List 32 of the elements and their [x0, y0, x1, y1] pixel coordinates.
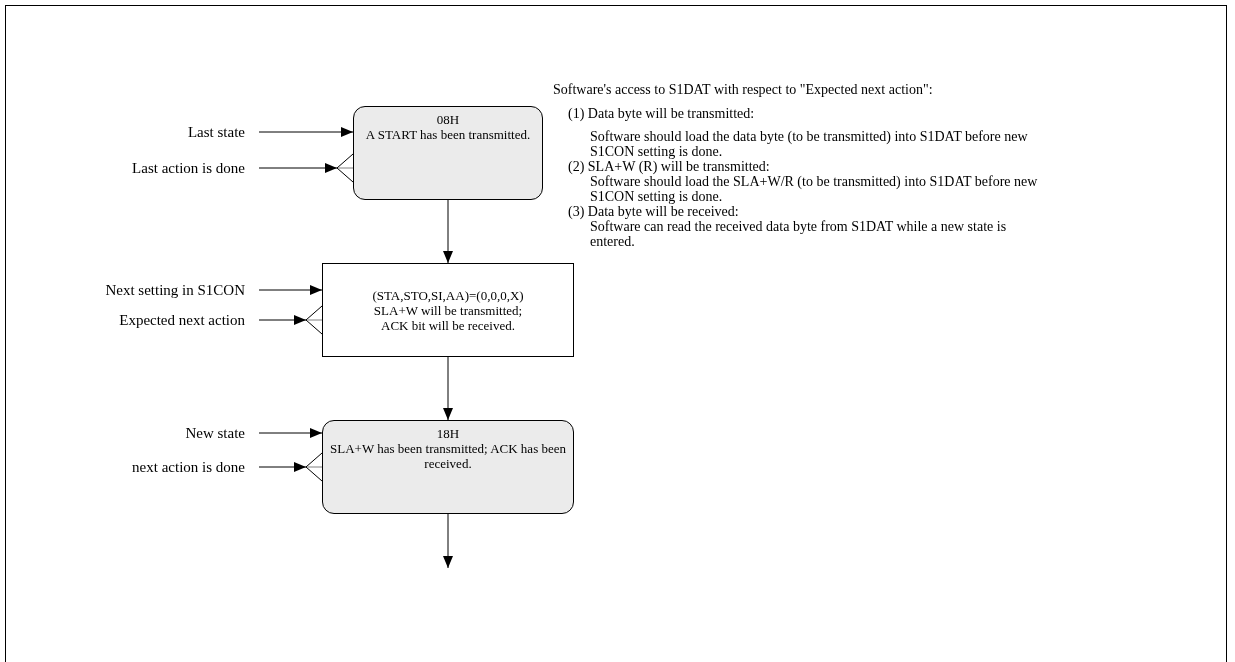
side-label: Next setting in S1CON: [10, 281, 245, 299]
box-text: A START has been transmitted.: [365, 127, 531, 142]
arrow: [258, 285, 323, 295]
side-label: New state: [60, 424, 245, 442]
note-text: (2) SLA+W (R) will be transmitted:: [568, 159, 770, 174]
side-label: next action is done: [20, 458, 245, 476]
arrow: [443, 199, 453, 264]
arrow: [443, 356, 453, 421]
note-text: (1) Data byte will be transmitted:: [568, 106, 755, 121]
box-text: SLA+W has been transmitted; ACK has been received.: [329, 441, 567, 471]
arrow: [443, 513, 453, 569]
note-text: Software should load the SLA+W/R (to be transmitted) into S1DAT before new S1CON setting is done.: [590, 174, 1039, 204]
box-text: (STA,STO,SI,AA)=(0,0,0,X): [372, 287, 524, 303]
side-label: Last state: [60, 123, 245, 141]
note-text: Software's access to S1DAT with respect to "Expected next action":: [553, 82, 933, 97]
side-label: Last action is done: [20, 159, 245, 177]
arrow: [258, 428, 323, 438]
note-text: Software should load the data byte (to be transmitted) into S1DAT before new S1CON setting is done.: [590, 129, 1029, 159]
state-code: 18H: [436, 426, 460, 441]
note-text: (3) Data byte will be received:: [568, 204, 739, 219]
note-text: Software can read the received data byte from S1DAT while a new state is entered.: [590, 219, 1008, 249]
state-code: 08H: [436, 112, 460, 127]
box-text: SLA+W will be transmitted;: [373, 302, 523, 318]
arrow: [258, 452, 323, 482]
state-box: [322, 420, 574, 514]
box-text: ACK bit will be received.: [381, 317, 515, 333]
arrow: [258, 153, 354, 183]
action-box: [322, 263, 574, 357]
state-box: [353, 106, 543, 200]
arrow: [258, 305, 323, 335]
arrow: [258, 127, 354, 137]
side-label: Expected next action: [20, 311, 245, 329]
